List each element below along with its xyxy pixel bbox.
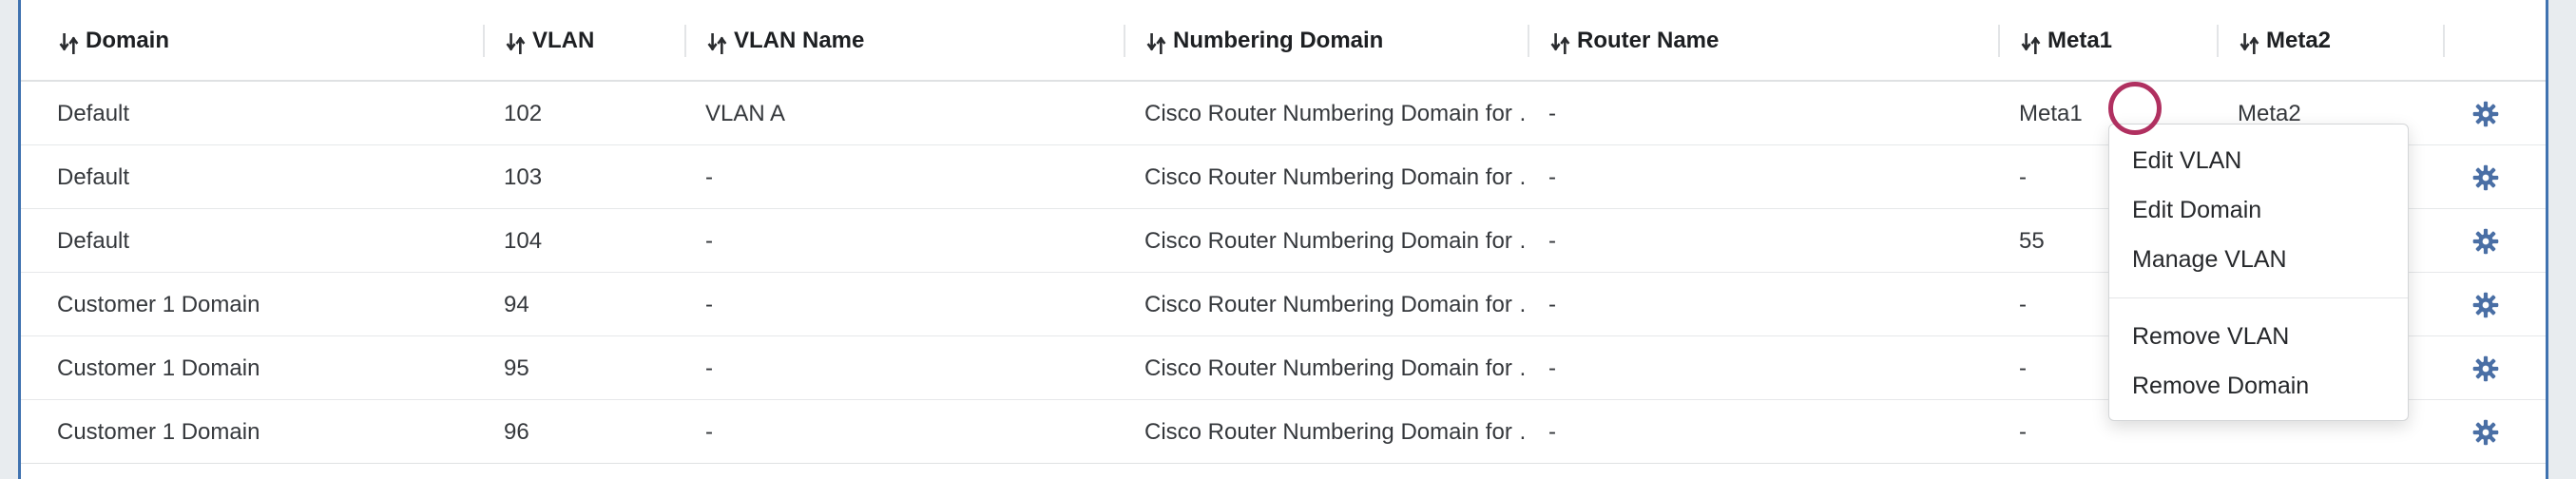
column-divider (1998, 25, 2000, 57)
cell-numbering_domain: Cisco Router Numbering Domain for … (1144, 163, 1525, 190)
cell-vlan: 95 (504, 354, 529, 381)
cell-meta1: - (2019, 418, 2027, 445)
column-header-vlan[interactable]: VLAN (483, 0, 684, 82)
column-divider (2217, 25, 2219, 57)
cell-numbering_domain: Cisco Router Numbering Domain for … (1144, 291, 1525, 317)
menu-item-edit-vlan[interactable]: Edit VLAN (2132, 146, 2242, 174)
column-header-label: Meta2 (2266, 28, 2332, 53)
column-header-label: Numbering Domain (1173, 28, 1384, 53)
cell-numbering_domain: Cisco Router Numbering Domain for … (1144, 418, 1525, 445)
sort-updown-icon[interactable] (1144, 31, 1169, 56)
row-actions-gear-icon[interactable] (2464, 336, 2508, 400)
sort-updown-icon[interactable] (1548, 31, 1573, 56)
sort-updown-icon[interactable] (705, 31, 730, 56)
cell-router_name: - (1548, 291, 1556, 317)
menu-item-remove-vlan[interactable]: Remove VLAN (2132, 322, 2290, 350)
cell-domain: Customer 1 Domain (57, 354, 260, 381)
cell-vlan_name: - (705, 163, 713, 190)
menu-separator (2109, 297, 2408, 298)
cell-meta1: - (2019, 354, 2027, 381)
cell-numbering_domain: Cisco Router Numbering Domain for … (1144, 354, 1525, 381)
cell-meta1: 55 (2019, 227, 2045, 254)
column-divider (2443, 25, 2445, 57)
cell-vlan: 102 (504, 100, 543, 126)
menu-item-manage-vlan[interactable]: Manage VLAN (2132, 245, 2287, 273)
sort-updown-icon[interactable] (2238, 31, 2262, 56)
row-actions-gear-icon[interactable] (2464, 273, 2508, 336)
column-header-label: Router Name (1577, 28, 1720, 53)
cell-numbering_domain: Cisco Router Numbering Domain for … (1144, 227, 1525, 254)
left-blue-rail (18, 0, 21, 479)
cell-domain: Default (57, 227, 130, 254)
vlan-domain-table: Domain VLAN VLAN Name Numbering Domain Route… (21, 0, 2546, 464)
cell-vlan_name: - (705, 354, 713, 381)
cell-domain: Customer 1 Domain (57, 291, 260, 317)
right-blue-rail (2546, 0, 2548, 479)
column-header-domain[interactable]: Domain (57, 0, 485, 82)
column-header-label: VLAN (532, 28, 595, 53)
cell-domain: Default (57, 100, 130, 126)
cell-vlan: 96 (504, 418, 529, 445)
cell-vlan: 104 (504, 227, 543, 254)
cell-domain: Default (57, 163, 130, 190)
table-row[interactable]: Default 102 VLAN A Cisco Router Numbering D… (21, 82, 2546, 145)
cell-vlan: 103 (504, 163, 543, 190)
table-header-row: Domain VLAN VLAN Name Numbering Domain Route… (21, 0, 2546, 82)
row-actions-gear-icon[interactable] (2464, 82, 2508, 145)
sort-updown-icon[interactable] (504, 31, 529, 56)
cell-router_name: - (1548, 227, 1556, 254)
column-header-label: Meta1 (2047, 28, 2113, 53)
column-divider (684, 25, 686, 57)
cell-vlan_name: VLAN A (705, 100, 786, 126)
column-header-numbering_domain[interactable]: Numbering Domain (1124, 0, 1525, 82)
row-actions-gear-icon[interactable] (2464, 400, 2508, 464)
cell-router_name: - (1548, 354, 1556, 381)
column-header-actions (2443, 0, 2521, 82)
column-header-vlan_name[interactable]: VLAN Name (684, 0, 1124, 82)
sort-updown-icon[interactable] (2019, 31, 2044, 56)
row-actions-gear-icon[interactable] (2464, 145, 2508, 209)
column-header-meta1[interactable]: Meta1 (1998, 0, 2233, 82)
table-body: Default 102 VLAN A Cisco Router Numbering D… (21, 82, 2546, 464)
cell-vlan: 94 (504, 291, 529, 317)
sort-updown-icon[interactable] (57, 31, 82, 56)
column-divider (1528, 25, 1529, 57)
column-header-meta2[interactable]: Meta2 (2217, 0, 2442, 82)
menu-item-remove-domain[interactable]: Remove Domain (2132, 372, 2310, 399)
cell-router_name: - (1548, 418, 1556, 445)
column-header-label: Domain (86, 28, 170, 53)
cell-meta1: - (2019, 291, 2027, 317)
cell-router_name: - (1548, 163, 1556, 190)
row-actions-gear-icon[interactable] (2464, 209, 2508, 273)
menu-item-edit-domain[interactable]: Edit Domain (2132, 196, 2262, 223)
cell-vlan_name: - (705, 418, 713, 445)
column-divider (1124, 25, 1125, 57)
column-header-router_name[interactable]: Router Name (1528, 0, 1986, 82)
cell-vlan_name: - (705, 291, 713, 317)
column-header-label: VLAN Name (734, 28, 865, 53)
cell-vlan_name: - (705, 227, 713, 254)
cell-meta2: Meta2 (2238, 100, 2301, 126)
column-divider (483, 25, 485, 57)
cell-router_name: - (1548, 100, 1556, 126)
cell-meta1: - (2019, 163, 2027, 190)
cell-domain: Customer 1 Domain (57, 418, 260, 445)
cell-meta1: Meta1 (2019, 100, 2083, 126)
cell-numbering_domain: Cisco Router Numbering Domain for … (1144, 100, 1525, 126)
